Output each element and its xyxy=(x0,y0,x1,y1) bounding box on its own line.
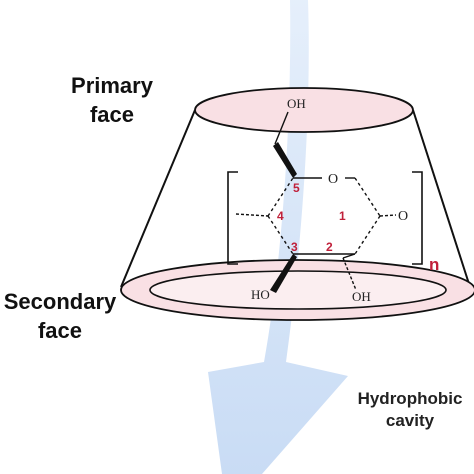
glucose-unit: OH O O HO OH 1 2 3 4 5 n xyxy=(227,96,439,304)
carbon-number-2: 2 xyxy=(326,240,333,254)
carbon-number-4: 4 xyxy=(277,209,284,223)
cone-torus xyxy=(120,87,474,321)
cavity-arrow xyxy=(208,0,348,474)
carbon-number-1: 1 xyxy=(339,209,346,223)
hydrophobic-cavity-label: Hydrophobic cavity xyxy=(340,388,474,432)
cavity-label-line2: cavity xyxy=(385,411,435,431)
cavity-label-line1: Hydrophobic xyxy=(357,389,463,408)
ho-bottom-left-label: HO xyxy=(251,287,270,302)
oh-top-label: OH xyxy=(287,96,306,111)
left-bracket xyxy=(227,171,238,265)
repeat-subscript-n: n xyxy=(429,255,439,274)
c1-oxygen-label: O xyxy=(398,209,408,224)
secondary-face-label-line2: face xyxy=(37,317,83,343)
primary-face-label-line1: Primary xyxy=(71,73,153,98)
secondary-face-label: Secondary face xyxy=(0,288,122,345)
ring-oxygen-label: O xyxy=(328,172,338,187)
cone-right-side xyxy=(412,109,471,288)
secondary-face-label-line1: Secondary xyxy=(3,289,117,314)
right-bracket xyxy=(412,171,423,265)
primary-face-label: Primary face xyxy=(52,72,172,129)
carbon-number-5: 5 xyxy=(293,181,300,195)
cone-left-side xyxy=(120,109,196,288)
primary-face-ellipse xyxy=(194,87,414,133)
carbon-number-3: 3 xyxy=(291,240,298,254)
secondary-face-inner-ellipse xyxy=(149,270,447,310)
oh-bottom-right-label: OH xyxy=(352,289,371,304)
primary-face-label-line2: face xyxy=(89,101,135,127)
